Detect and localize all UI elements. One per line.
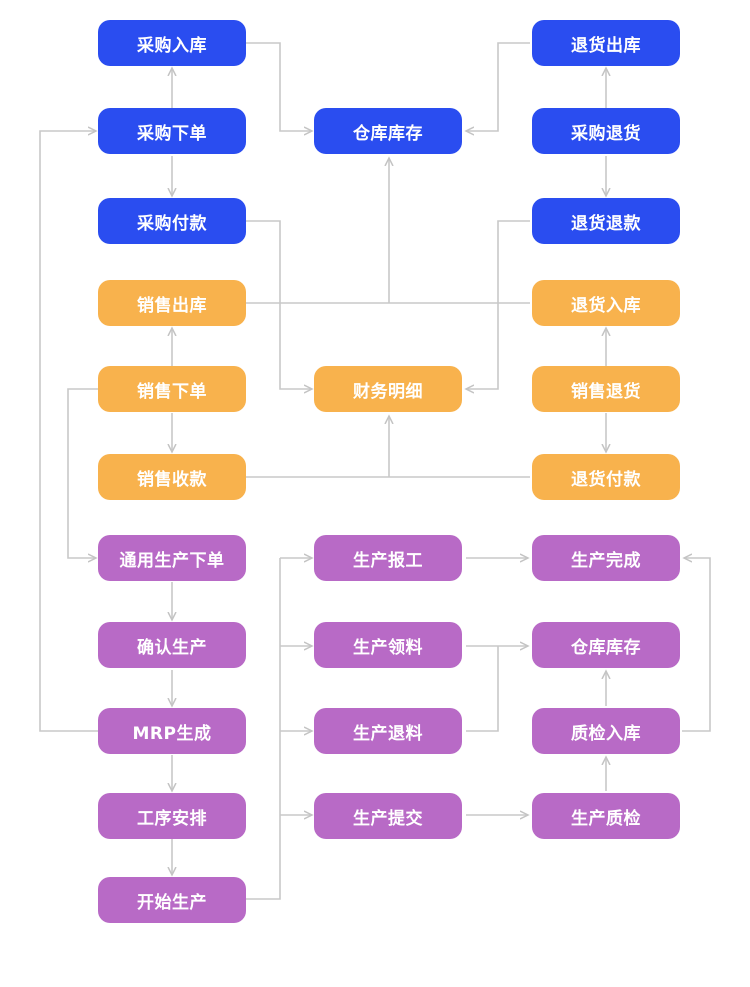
node-production-complete: 生产完成 — [532, 535, 680, 581]
node-sales-collection: 销售收款 — [98, 454, 246, 500]
node-warehouse-stock: 仓库库存 — [314, 108, 462, 154]
node-return-refund: 退货退款 — [532, 198, 680, 244]
node-production-material-return: 生产退料 — [314, 708, 462, 754]
node-start-production: 开始生产 — [98, 877, 246, 923]
node-warehouse-stock-production: 仓库库存 — [532, 622, 680, 668]
line-start-to-bus — [246, 558, 281, 900]
node-purchase-order: 采购下单 — [98, 108, 246, 154]
node-production-submit: 生产提交 — [314, 793, 462, 839]
node-return-payment: 退货付款 — [532, 454, 680, 500]
node-process-schedule: 工序安排 — [98, 793, 246, 839]
arrow-mrp-to-porder — [39, 131, 98, 732]
node-qc-inbound: 质检入库 — [532, 708, 680, 754]
arrow-inbound-to-stock — [246, 42, 312, 131]
node-finance-detail: 财务明细 — [314, 366, 462, 412]
line-return-to-pick — [466, 646, 499, 732]
node-sales-outbound: 销售出库 — [98, 280, 246, 326]
node-mrp-generate: MRP生成 — [98, 708, 246, 754]
node-confirm-production: 确认生产 — [98, 622, 246, 668]
node-general-production-order: 通用生产下单 — [98, 535, 246, 581]
node-purchase-inbound: 采购入库 — [98, 20, 246, 66]
arrow-return-out-to-stock — [466, 42, 530, 131]
arrow-qcin-to-complete — [682, 558, 711, 732]
node-return-outbound: 退货出库 — [532, 20, 680, 66]
node-sales-return: 销售退货 — [532, 366, 680, 412]
node-production-material-pick: 生产领料 — [314, 622, 462, 668]
node-production-qc: 生产质检 — [532, 793, 680, 839]
node-purchase-payment: 采购付款 — [98, 198, 246, 244]
arrow-payment-to-finance — [246, 220, 312, 389]
arrow-sorder-to-genorder — [67, 388, 98, 558]
node-purchase-return: 采购退货 — [532, 108, 680, 154]
node-return-inbound: 退货入库 — [532, 280, 680, 326]
arrow-refund-to-finance — [466, 220, 530, 389]
node-sales-order: 销售下单 — [98, 366, 246, 412]
node-production-report: 生产报工 — [314, 535, 462, 581]
